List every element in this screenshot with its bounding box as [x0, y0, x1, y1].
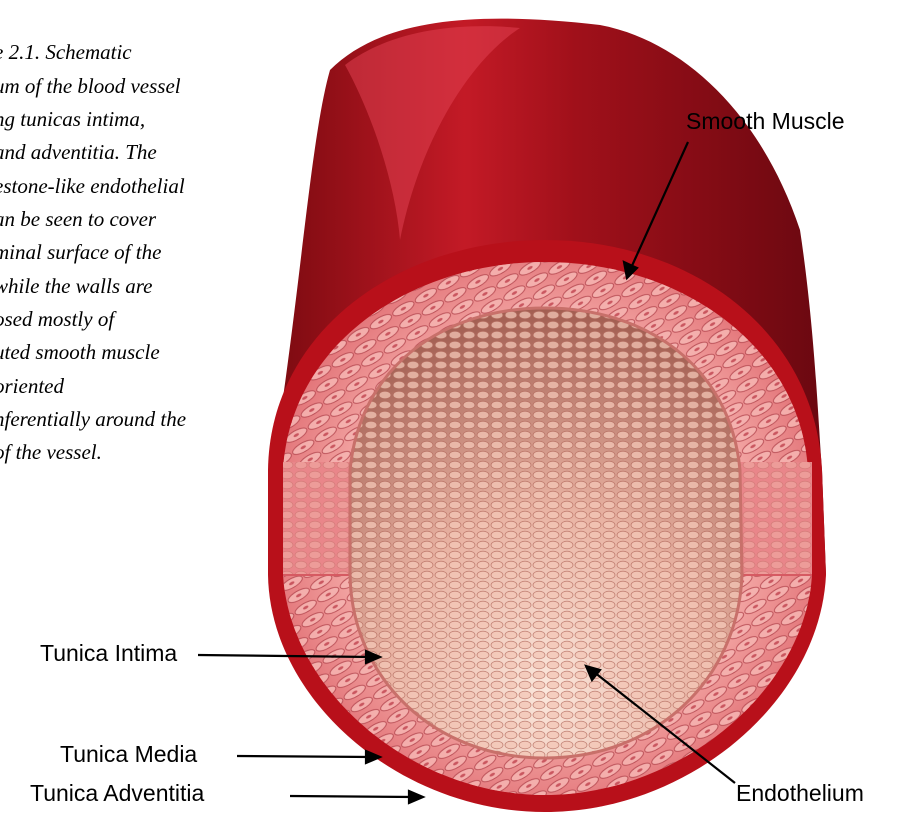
label-tunica-adventitia: Tunica Adventitia [30, 780, 204, 806]
label-tunica-intima: Tunica Intima [40, 640, 177, 666]
label-endothelium: Endothelium [736, 780, 864, 806]
label-tunica-media: Tunica Media [60, 741, 197, 767]
tunica-media-arrow [237, 756, 372, 757]
tunica-adventitia-arrow [290, 796, 415, 797]
label-smooth-muscle: Smooth Muscle [686, 108, 845, 134]
